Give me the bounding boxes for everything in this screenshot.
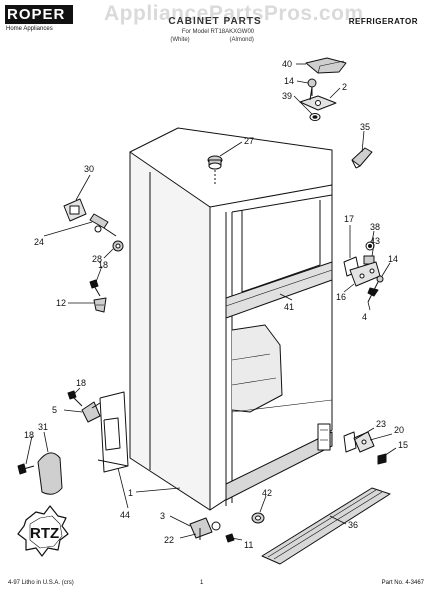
callout-31: 31 xyxy=(38,422,48,432)
callout-35: 35 xyxy=(360,122,370,132)
callout-44: 44 xyxy=(120,510,130,520)
variant-almond: (Almond) xyxy=(229,37,254,43)
brand-logo-text: ROPER xyxy=(5,5,73,24)
cabinet-side-plate xyxy=(97,391,129,473)
callout-12: 12 xyxy=(56,298,66,308)
part-18-screw-lower xyxy=(17,463,35,475)
callout-14-center: 14 xyxy=(388,254,398,264)
part-38-washer xyxy=(365,241,375,251)
part-27-plug xyxy=(207,155,223,186)
callout-18-upper: 18 xyxy=(98,260,108,270)
watermark-text: AppliancePartsPros.com xyxy=(104,2,364,25)
part-18-screw-upper xyxy=(89,279,101,297)
callout-24: 24 xyxy=(34,237,44,247)
footer-part-number: Part No. 4-3467 xyxy=(381,580,424,586)
callout-23: 23 xyxy=(376,419,386,429)
callout-28: 28 xyxy=(92,254,102,264)
part-16-center-hinge xyxy=(349,261,381,287)
cabinet-body xyxy=(129,127,333,511)
part-2-top-hinge xyxy=(299,86,337,111)
part-22-roller xyxy=(211,521,221,531)
brand-subtitle: Home Appliances xyxy=(6,26,53,32)
callout-11: 11 xyxy=(244,540,253,550)
callout-1: 1 xyxy=(128,488,133,498)
callout-39: 39 xyxy=(282,91,292,101)
part-12-clip xyxy=(93,297,107,313)
callout-4: 4 xyxy=(362,312,367,322)
callout-22: 22 xyxy=(164,535,174,545)
page-title: CABINET PARTS xyxy=(168,16,262,27)
appliance-type: REFRIGERATOR xyxy=(348,17,418,26)
callout-18-side: 18 xyxy=(76,378,86,388)
callout-5: 5 xyxy=(52,405,57,415)
callout-18-lower: 18 xyxy=(24,430,34,440)
part-4-screw xyxy=(367,287,379,303)
callout-3: 3 xyxy=(160,511,165,521)
part-18-screw-side xyxy=(67,390,83,407)
callout-labels: 40 14 2 39 35 27 30 24 28 18 12 17 38 43… xyxy=(24,59,408,550)
callout-43: 43 xyxy=(370,236,380,246)
footer-print-info: 4-97 Litho in U.S.A. (crs) xyxy=(8,580,74,586)
variant-labels: (White) (Almond) xyxy=(150,37,290,43)
callout-14-top: 14 xyxy=(284,76,294,86)
part-31-end-cap xyxy=(37,452,63,495)
part-40-hinge-cover xyxy=(305,57,347,74)
callout-17: 17 xyxy=(344,214,354,224)
part-3-leg xyxy=(189,517,213,540)
part-28-cap xyxy=(112,240,124,252)
leader-lines xyxy=(25,63,397,541)
part-23-shim xyxy=(343,431,357,453)
part-20-bottom-hinge xyxy=(353,431,375,453)
variant-white: (White) xyxy=(170,37,190,43)
footer-page-number: 1 xyxy=(200,580,204,586)
callout-42: 42 xyxy=(262,488,272,498)
callout-27: 27 xyxy=(244,136,254,146)
model-line: For Model RT18AKXGW00 xyxy=(181,29,255,35)
callout-41: 41 xyxy=(284,302,294,312)
part-30-bracket xyxy=(63,198,87,222)
callout-30: 30 xyxy=(84,164,94,174)
part-35-door-stop xyxy=(351,147,373,169)
part-5-bracket xyxy=(81,401,101,423)
callout-15: 15 xyxy=(398,440,408,450)
callout-16: 16 xyxy=(336,292,346,302)
part-36-toe-grille xyxy=(261,487,391,565)
part-39-washer xyxy=(309,113,321,121)
callout-40: 40 xyxy=(282,59,292,69)
callout-2: 2 xyxy=(342,82,347,92)
part-15-screw xyxy=(377,453,387,465)
callout-38: 38 xyxy=(370,222,380,232)
callout-36: 36 xyxy=(348,520,358,530)
brand-logo: ROPER Home Appliances xyxy=(5,5,73,39)
part-11-screw xyxy=(225,533,235,543)
part-42-plug xyxy=(251,512,265,524)
rtz-badge-text: RTZ xyxy=(30,525,59,542)
part-24-screw xyxy=(89,213,117,237)
rtz-badge xyxy=(17,505,69,557)
callout-20: 20 xyxy=(394,425,404,435)
